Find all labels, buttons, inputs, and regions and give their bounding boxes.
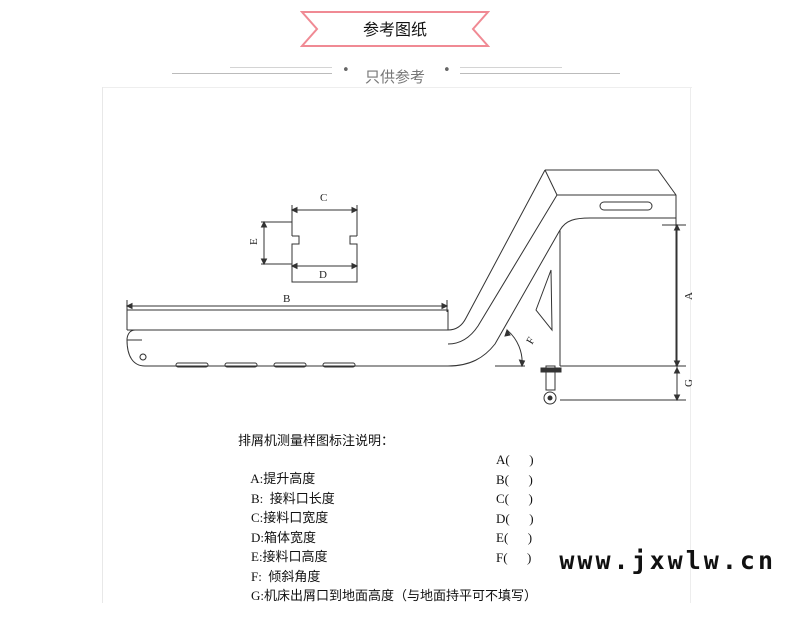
label-g: G <box>683 379 695 387</box>
legend-item-label: E:接料口高度 <box>251 549 328 564</box>
label-e: E <box>248 238 260 245</box>
support-leg <box>540 365 562 405</box>
legend-item-answer: E( ) <box>496 530 533 545</box>
legend-item: G:机床出屑口到地面高度（与地面持平可不填写） <box>238 569 598 603</box>
legend-item: A:提升高度 A( ) <box>238 452 598 486</box>
legend-item: C:接料口宽度 C( ) <box>238 491 598 525</box>
dimension-b <box>125 300 449 330</box>
site-watermark: www.jxwlw.cn <box>559 546 776 575</box>
legend-item-answer: C( ) <box>496 491 533 506</box>
legend-item-label: B: 接料口长度 <box>251 490 335 506</box>
legend-item-label: G:机床出屑口到地面高度（与地面持平可不填写） <box>251 588 538 603</box>
label-d: D <box>319 269 327 281</box>
label-a: A <box>683 292 695 300</box>
legend-item-answer: D( ) <box>496 510 534 526</box>
label-f: F <box>524 335 537 346</box>
divider-line <box>460 73 620 74</box>
angle-f <box>495 328 526 368</box>
drawing-frame-right <box>690 87 691 603</box>
divider-line <box>460 67 562 68</box>
divider-line <box>230 67 332 68</box>
legend-item-answer: B( ) <box>496 471 533 487</box>
drawing-frame-top <box>102 87 692 88</box>
legend-item: E:接料口高度 E( ) <box>238 530 598 564</box>
chip-conveyor-drawing: C D E B A F G <box>125 169 695 405</box>
dimension-g <box>560 366 686 402</box>
measurement-legend: 排屑机测量样图标注说明： A:提升高度 A( ) B: 接料口长度 B( ) C… <box>238 430 598 603</box>
legend-item-answer: A( ) <box>496 452 534 467</box>
legend-title: 排屑机测量样图标注说明： <box>238 433 395 448</box>
divider-line <box>172 73 332 74</box>
inlet-section-sketch <box>260 205 359 283</box>
page-subtitle: 只供参考 <box>364 68 425 86</box>
legend-item-label: A:提升高度 <box>250 471 316 486</box>
legend-item-answer: F( ) <box>496 549 532 565</box>
legend-item: F: 倾斜角度 F( ) <box>238 549 598 584</box>
legend-item-label: C:接料口宽度 <box>251 510 329 525</box>
dimension-a <box>560 223 686 368</box>
legend-item-label: D:箱体宽度 <box>251 529 317 545</box>
legend-item: D:箱体宽度 D( ) <box>238 510 598 545</box>
drawing-frame-left <box>102 87 103 603</box>
conveyor-body <box>126 169 677 368</box>
legend-item-label: F: 倾斜角度 <box>251 568 321 584</box>
subtitle-dot: • <box>342 63 350 78</box>
title-ribbon <box>300 11 490 47</box>
page-title: 参考图纸 <box>362 20 427 39</box>
subtitle-dot: • <box>443 63 451 78</box>
label-c: C <box>320 192 327 204</box>
legend-item: B: 接料口长度 B( ) <box>238 471 598 506</box>
label-b: B <box>283 293 290 305</box>
